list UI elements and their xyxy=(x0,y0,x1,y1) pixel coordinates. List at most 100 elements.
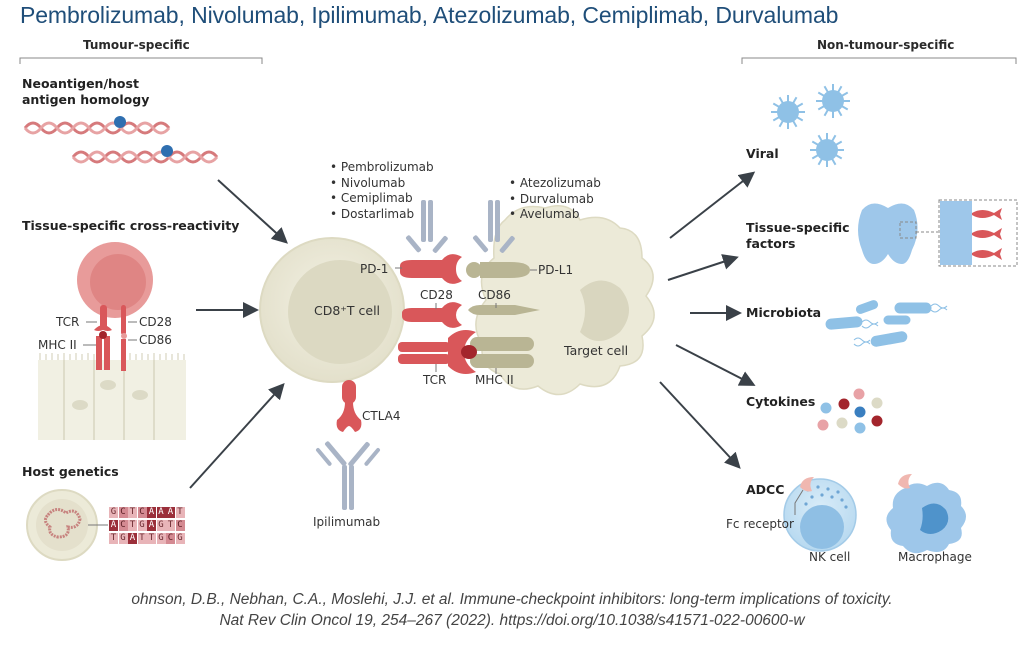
neoantigen-line1: Neoantigen/host xyxy=(22,76,139,91)
pdl1-drug-item: Durvalumab xyxy=(509,192,601,208)
epithelium-icon xyxy=(38,353,186,440)
macrophage-label: Macrophage xyxy=(898,550,972,564)
dna-base: T xyxy=(109,533,118,544)
dna-base: A xyxy=(147,520,156,531)
bacteria-icon xyxy=(825,300,948,347)
neoantigen-line2: antigen homology xyxy=(22,92,150,107)
tissue-mhc-label: MHC II xyxy=(38,338,77,352)
dna-base: G xyxy=(156,533,166,544)
viral-label: Viral xyxy=(746,146,779,161)
virus-particle-icon xyxy=(810,133,844,167)
cytokines-label: Cytokines xyxy=(746,394,816,409)
dna-base: C xyxy=(175,520,185,531)
granule-icon xyxy=(830,495,834,499)
cd28-label: CD28 xyxy=(420,288,453,302)
dna-base: G xyxy=(109,507,118,518)
anti-pdl1-antibody-icon xyxy=(473,200,515,253)
nk-cell-icon xyxy=(783,478,857,552)
tcr-label: TCR xyxy=(423,373,447,387)
host-antigen-dot-icon xyxy=(161,145,173,157)
dna-base: A xyxy=(156,507,166,518)
ipilimumab-label: Ipilimumab xyxy=(313,515,381,529)
arrow-tissue-factors xyxy=(667,254,739,281)
pd1-drug-item: Dostarlimab xyxy=(330,207,434,223)
dna-base: T xyxy=(128,507,137,518)
citation-line2: Nat Rev Clin Oncol 19, 254–267 (2022). h… xyxy=(219,612,805,629)
dna-base: T xyxy=(137,533,147,544)
thyroid-organ-icon xyxy=(858,203,938,264)
granule-icon xyxy=(804,502,808,506)
tissue-cd86-label: CD86 xyxy=(139,333,172,347)
pd1-drug-item: Pembrolizumab xyxy=(330,160,434,176)
granule-icon xyxy=(820,493,824,497)
granule-icon xyxy=(844,505,848,509)
tumour-specific-header: Tumour-specific xyxy=(83,38,190,52)
page-title: Pembrolizumab, Nivolumab, Ipilimumab, At… xyxy=(20,2,839,28)
adcc-label: ADCC xyxy=(746,482,785,497)
microbiota-label: Microbiota xyxy=(746,305,822,320)
ipilimumab-antibody-icon xyxy=(316,441,380,510)
pdl1-ligand-icon xyxy=(466,262,530,278)
dna-base: C xyxy=(118,520,128,531)
dna-base: G xyxy=(118,533,128,544)
pd1-drug-list: PembrolizumabNivolumabCemiplimabDostarli… xyxy=(330,160,434,222)
dna-base: T xyxy=(147,533,156,544)
target-cell-label: Target cell xyxy=(564,343,629,358)
cd8-nucleus-icon xyxy=(288,260,392,364)
fc-receptor-nk-icon xyxy=(800,477,814,492)
virus-particle-icon xyxy=(771,95,805,129)
host-cell-nucleus-icon xyxy=(26,489,108,561)
virus-icon xyxy=(771,84,850,167)
dna-base: C xyxy=(166,533,175,544)
pd1-label: PD-1 xyxy=(360,262,389,276)
non-tumour-specific-header: Non-tumour-specific xyxy=(817,38,955,52)
dna-base: G xyxy=(175,533,185,544)
target-nucleus-icon xyxy=(580,280,629,341)
pdl1-drug-item: Atezolizumab xyxy=(509,176,601,192)
pd1-drug-item: Cemiplimab xyxy=(330,191,434,207)
dna-base: A xyxy=(128,533,137,544)
tissue-factors-label: Tissue-specific factors xyxy=(746,220,850,252)
ctla4-receptor-icon xyxy=(336,380,362,432)
granule-icon xyxy=(840,498,844,502)
tissue-tcr-label: TCR xyxy=(56,315,80,329)
neoantigen-dot-icon xyxy=(114,116,126,128)
dna-base: A xyxy=(109,520,118,531)
pd1-drug-item: Nivolumab xyxy=(330,176,434,192)
tissue-factors-line1: Tissue-specific xyxy=(746,220,850,235)
granule-icon xyxy=(826,487,830,491)
dna-base: A xyxy=(147,507,156,518)
arrow-adcc xyxy=(659,381,741,469)
fc-receptor-label: Fc receptor xyxy=(726,517,794,531)
virus-particle-icon xyxy=(816,84,850,118)
citation: ohnson, D.B., Nebhan, C.A., Moslehi, J.J… xyxy=(0,589,1024,631)
right-section-bracket xyxy=(741,57,1017,64)
tissue-cross-reactivity-label: Tissue-specific cross-reactivity xyxy=(22,218,240,233)
fc-receptor-macrophage-icon xyxy=(898,474,912,489)
cd86-label: CD86 xyxy=(478,288,511,302)
arrow-host-genetics xyxy=(189,383,285,489)
pdl1-drug-list: AtezolizumabDurvalumabAvelumab xyxy=(509,176,601,223)
granule-icon xyxy=(816,485,820,489)
host-genetics-label: Host genetics xyxy=(22,464,119,479)
arrow-neoantigen xyxy=(217,179,288,244)
arrow-viral xyxy=(669,171,756,239)
mhc2-ligand-icon xyxy=(461,337,534,368)
dna-base: C xyxy=(137,507,147,518)
tissue-factors-line2: factors xyxy=(746,236,796,251)
tissue-t-cell-icon xyxy=(77,242,153,371)
pdl1-drug-item: Avelumab xyxy=(509,207,601,223)
granule-icon xyxy=(810,495,814,499)
dna-base: A xyxy=(166,507,175,518)
nk-cell-label: NK cell xyxy=(809,550,851,564)
dna-base: G xyxy=(156,520,166,531)
cd8-t-cell-label: CD8⁺T cell xyxy=(314,303,381,318)
cd86-ligand-icon xyxy=(468,305,540,315)
tcr-receptor-icon xyxy=(398,330,476,374)
dna-base: C xyxy=(118,507,128,518)
dna-base: T xyxy=(128,520,137,531)
